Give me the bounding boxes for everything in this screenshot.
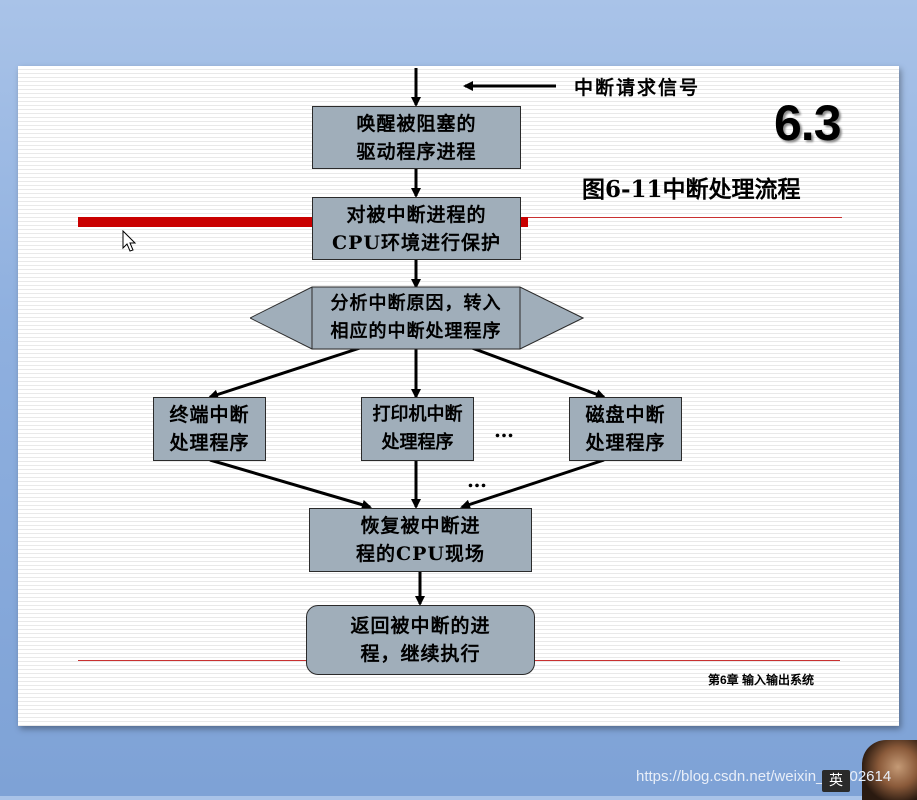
printer-interrupt-handler-box: 打印机中断 处理程序 — [361, 397, 474, 461]
watermark-text: https://blog.csdn.net/weixin_43602614 — [636, 768, 892, 785]
section-number: 6.3 — [774, 95, 842, 151]
terminal-interrupt-handler-box: 终端中断 处理程序 — [153, 397, 266, 461]
red-accent-bar — [78, 217, 528, 227]
save-cpu-context-text: 对被中断进程的 CPU环境进行保护 — [332, 203, 501, 254]
footer-chapter-label: 第6章 输入输出系统 — [708, 673, 815, 687]
red-accent-line-top — [528, 217, 842, 218]
analyze-interrupt-cause-text: 分析中断原因，转入 相应的中断处理程序 — [330, 292, 502, 342]
arrow-analyze-to-disk — [471, 346, 606, 399]
avatar — [862, 740, 917, 800]
interrupt-signal-label: 中断请求信号 — [574, 77, 701, 99]
analyze-decision-hexagon — [250, 286, 584, 350]
ellipsis-lower: … — [467, 468, 487, 492]
arrow-terminal-to-restore — [209, 458, 372, 510]
slide: 6.3 图6-11中断处理流程 中断请求信号 第6章 输入输出系统 — [18, 66, 899, 726]
ellipsis-upper: … — [494, 418, 514, 442]
analyze-interrupt-cause-box: 分析中断原因，转入 相应的中断处理程序 — [312, 287, 520, 348]
mouse-pointer-icon — [122, 230, 137, 252]
disk-interrupt-handler-box: 磁盘中断 处理程序 — [569, 397, 682, 461]
ime-language-indicator[interactable]: 英 — [822, 770, 850, 792]
save-cpu-context-box: 对被中断进程的 CPU环境进行保护 — [312, 197, 521, 260]
disk-interrupt-handler-text: 磁盘中断 处理程序 — [585, 404, 666, 454]
return-to-process-box: 返回被中断的进 程，继续执行 — [306, 605, 535, 675]
restore-cpu-context-box: 恢复被中断进 程的CPU现场 — [309, 508, 532, 572]
printer-interrupt-handler-text: 打印机中断 处理程序 — [372, 404, 463, 453]
arrow-disk-to-restore — [460, 458, 605, 510]
terminal-interrupt-handler-text: 终端中断 处理程序 — [169, 404, 250, 454]
arrow-analyze-to-terminal — [208, 346, 361, 400]
figure-caption: 图6-11中断处理流程 — [582, 176, 801, 203]
wake-driver-process-box: 唤醒被阻塞的 驱动程序进程 — [312, 106, 521, 169]
return-to-process-text: 返回被中断的进 程，继续执行 — [350, 615, 491, 665]
restore-cpu-context-text: 恢复被中断进 程的CPU现场 — [356, 515, 485, 565]
wake-driver-process-text: 唤醒被阻塞的 驱动程序进程 — [356, 112, 477, 163]
